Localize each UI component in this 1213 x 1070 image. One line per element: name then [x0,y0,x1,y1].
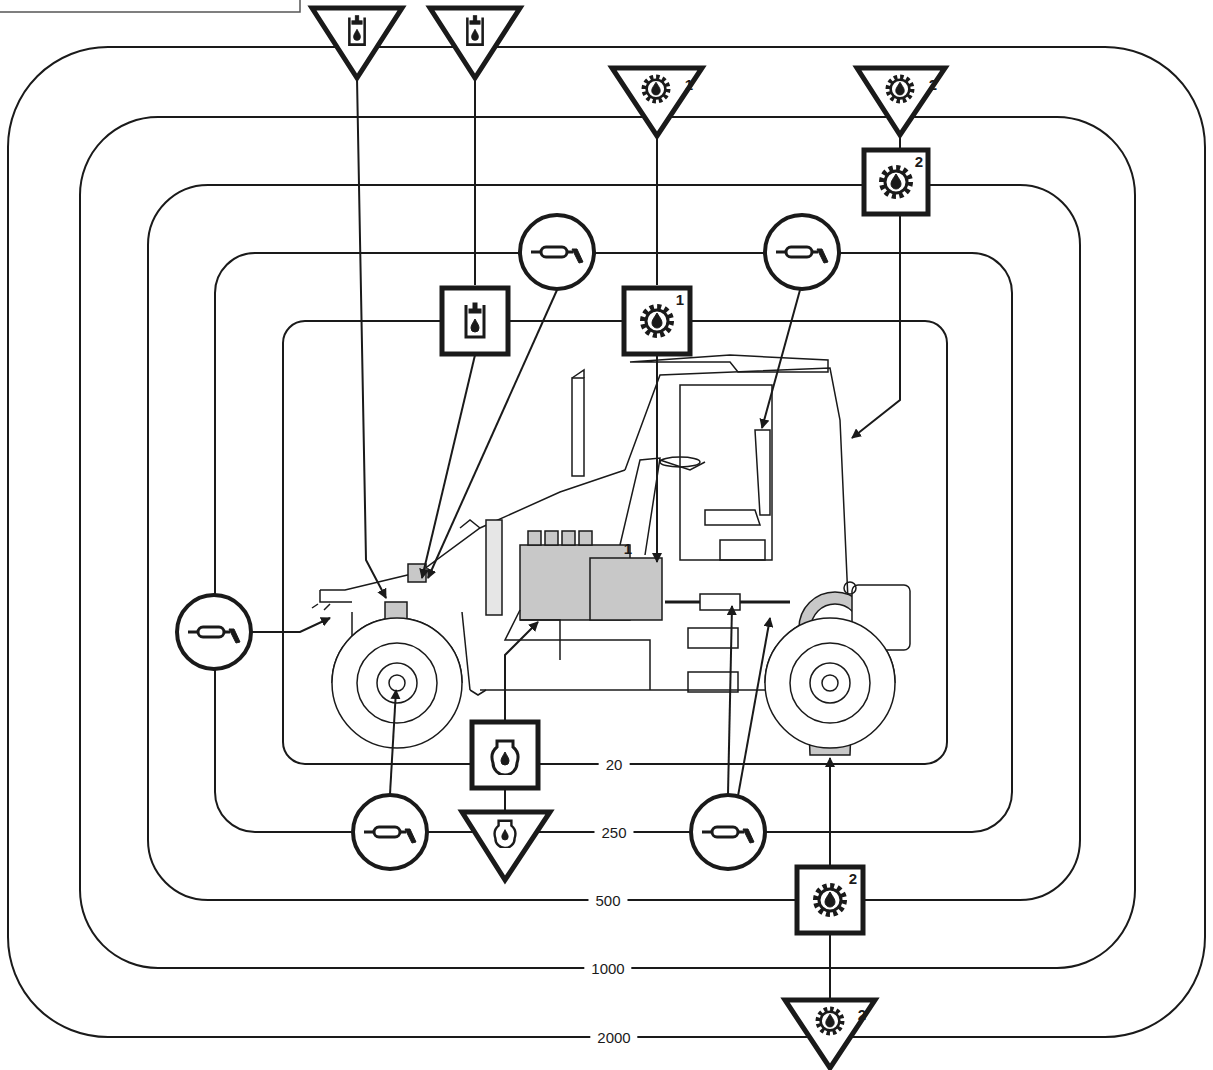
callout-number: 1 [685,77,693,92]
service-symbols [177,8,945,1068]
callout-number: 1 [676,292,684,307]
interval-hours: 2000 [590,1028,637,1047]
interval-hours: 250 [594,823,633,842]
frame [0,0,300,12]
leader-lines [252,78,900,1000]
callout-number: 1 [624,541,632,556]
callout-number: 2 [915,154,923,169]
callout-number: 2 [929,77,937,92]
machine-illustration [312,355,910,755]
interval-hours: 500 [588,891,627,910]
callout-number: 2 [858,1007,866,1022]
interval-rings [8,47,1205,1037]
callout-number: 2 [849,871,857,886]
interval-hours: 1000 [584,959,631,978]
interval-hours: 20 [599,755,630,774]
